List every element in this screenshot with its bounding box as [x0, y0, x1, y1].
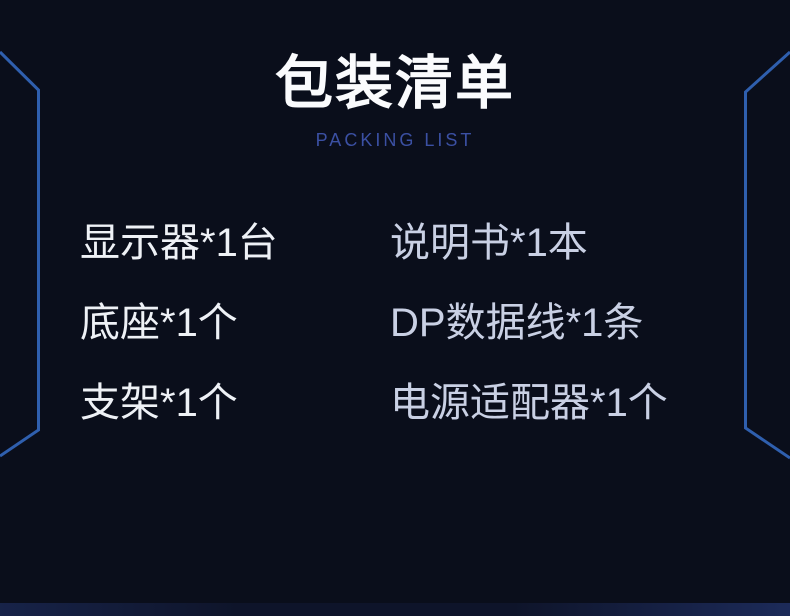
page-subtitle: PACKING LIST	[315, 130, 475, 150]
item-stand: 支架*1个	[80, 381, 238, 425]
item-power-adapter: 电源适配器*1个	[390, 381, 668, 425]
bottom-accent-bar	[0, 603, 790, 616]
item-manual: 说明书*1本	[390, 221, 588, 265]
item-monitor: 显示器*1台	[80, 221, 278, 265]
item-base: 底座*1个	[80, 301, 238, 345]
page-title: 包装清单	[274, 51, 515, 116]
item-dp-cable: DP数据线*1条	[390, 301, 644, 345]
